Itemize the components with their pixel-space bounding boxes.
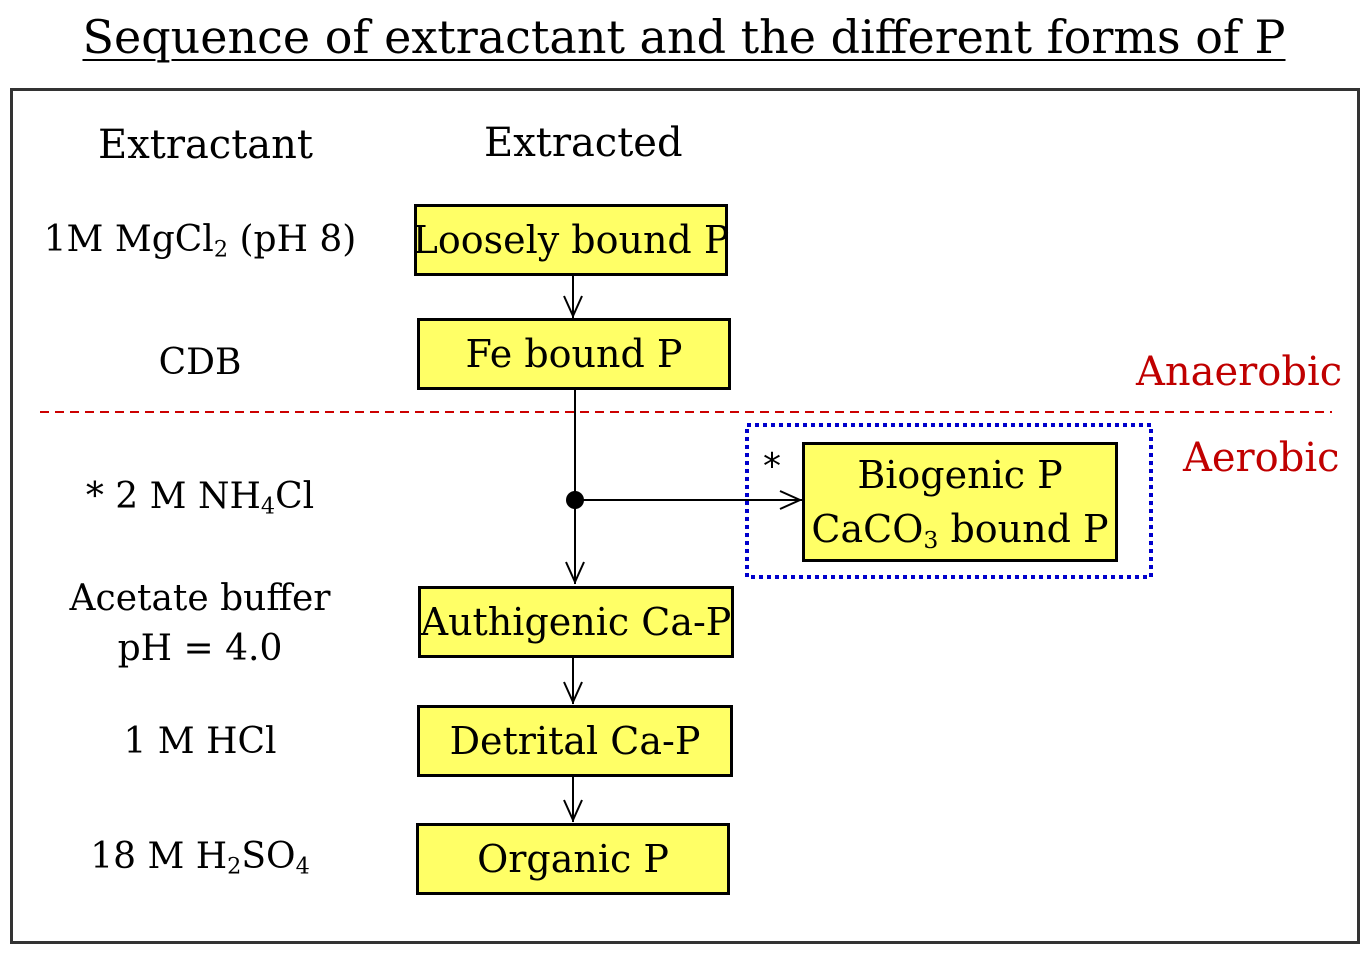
- extractant-acetate-line2: pH = 4.0: [117, 628, 283, 669]
- extractant-mgcl2: 1M MgCl2 (pH 8): [43, 219, 357, 263]
- box-organic-p: Organic P: [416, 823, 730, 895]
- arrowhead-detrital-to-organic: [563, 799, 583, 823]
- header-extracted: Extracted: [484, 120, 683, 166]
- box-biogenic-caco3-p: Biogenic P CaCO3 bound P: [802, 442, 1118, 562]
- box-fe-bound-p: Fe bound P: [417, 318, 731, 390]
- diagram-frame: [10, 88, 1360, 944]
- box-authigenic-ca-p: Authigenic Ca-P: [418, 586, 734, 658]
- box-biogenic-line1: Biogenic P: [857, 453, 1063, 497]
- extractant-cdb: CDB: [158, 342, 242, 383]
- extractant-nh4cl: * 2 M NH4Cl: [85, 476, 315, 520]
- zone-label-anaerobic: Anaerobic: [1136, 349, 1343, 395]
- box-detrital-ca-p: Detrital Ca-P: [417, 705, 733, 777]
- extractant-h2so4: 18 M H2SO4: [90, 836, 310, 880]
- arrowhead-authigenic-to-detrital: [563, 681, 583, 705]
- arrowhead-loosely-to-fe: [563, 295, 583, 319]
- diagram-title: Sequence of extractant and the different…: [82, 10, 1286, 64]
- extractant-hcl: 1 M HCl: [123, 721, 277, 762]
- box-loosely-bound-p: Loosely bound P: [413, 204, 729, 276]
- asterisk-marker: *: [763, 446, 781, 487]
- arrowhead-branch-to-biogenic: [779, 490, 803, 510]
- header-extractant: Extractant: [98, 122, 313, 168]
- arrowhead-fe-to-authigenic: [565, 561, 585, 585]
- box-caco3-line2: CaCO3 bound P: [811, 507, 1109, 554]
- zone-label-aerobic: Aerobic: [1183, 435, 1340, 481]
- extractant-acetate-line1: Acetate buffer: [69, 578, 331, 619]
